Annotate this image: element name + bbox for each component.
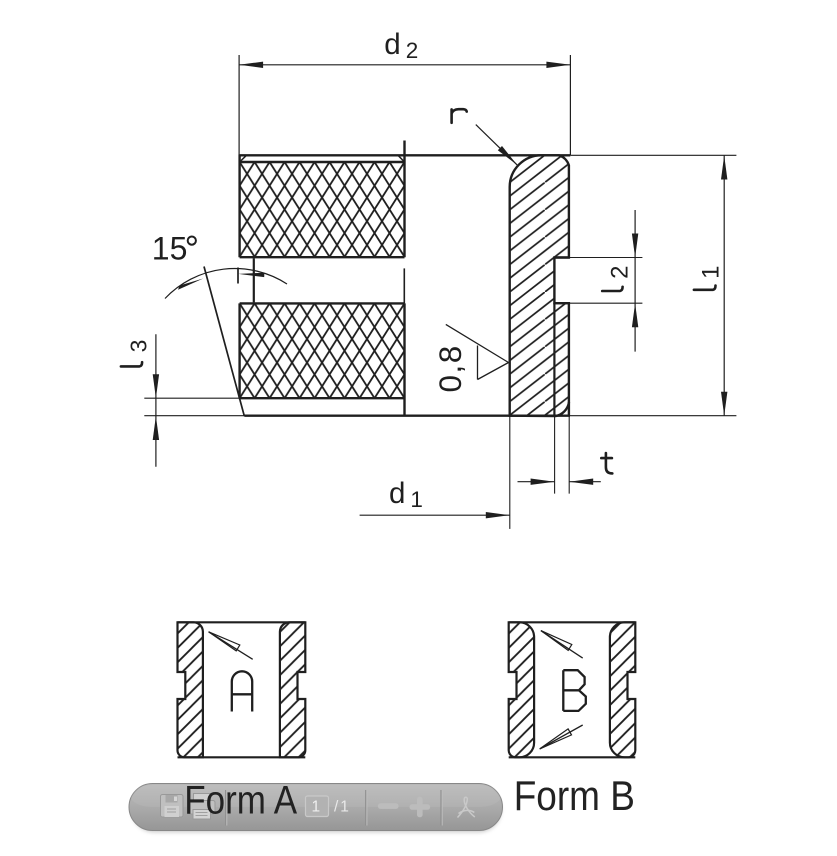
svg-text:1: 1 — [698, 266, 725, 279]
svg-text:3: 3 — [126, 340, 152, 353]
svg-text:1: 1 — [312, 799, 321, 816]
svg-text:Form A: Form A — [184, 777, 297, 822]
svg-text:/1: /1 — [334, 799, 351, 816]
svg-text:Form B: Form B — [514, 774, 635, 819]
svg-text:0,8: 0,8 — [432, 344, 468, 392]
svg-text:2: 2 — [606, 266, 633, 279]
svg-text:d2: d2 — [384, 28, 418, 63]
svg-text:d1: d1 — [389, 477, 423, 512]
svg-text:15: 15 — [152, 231, 188, 267]
